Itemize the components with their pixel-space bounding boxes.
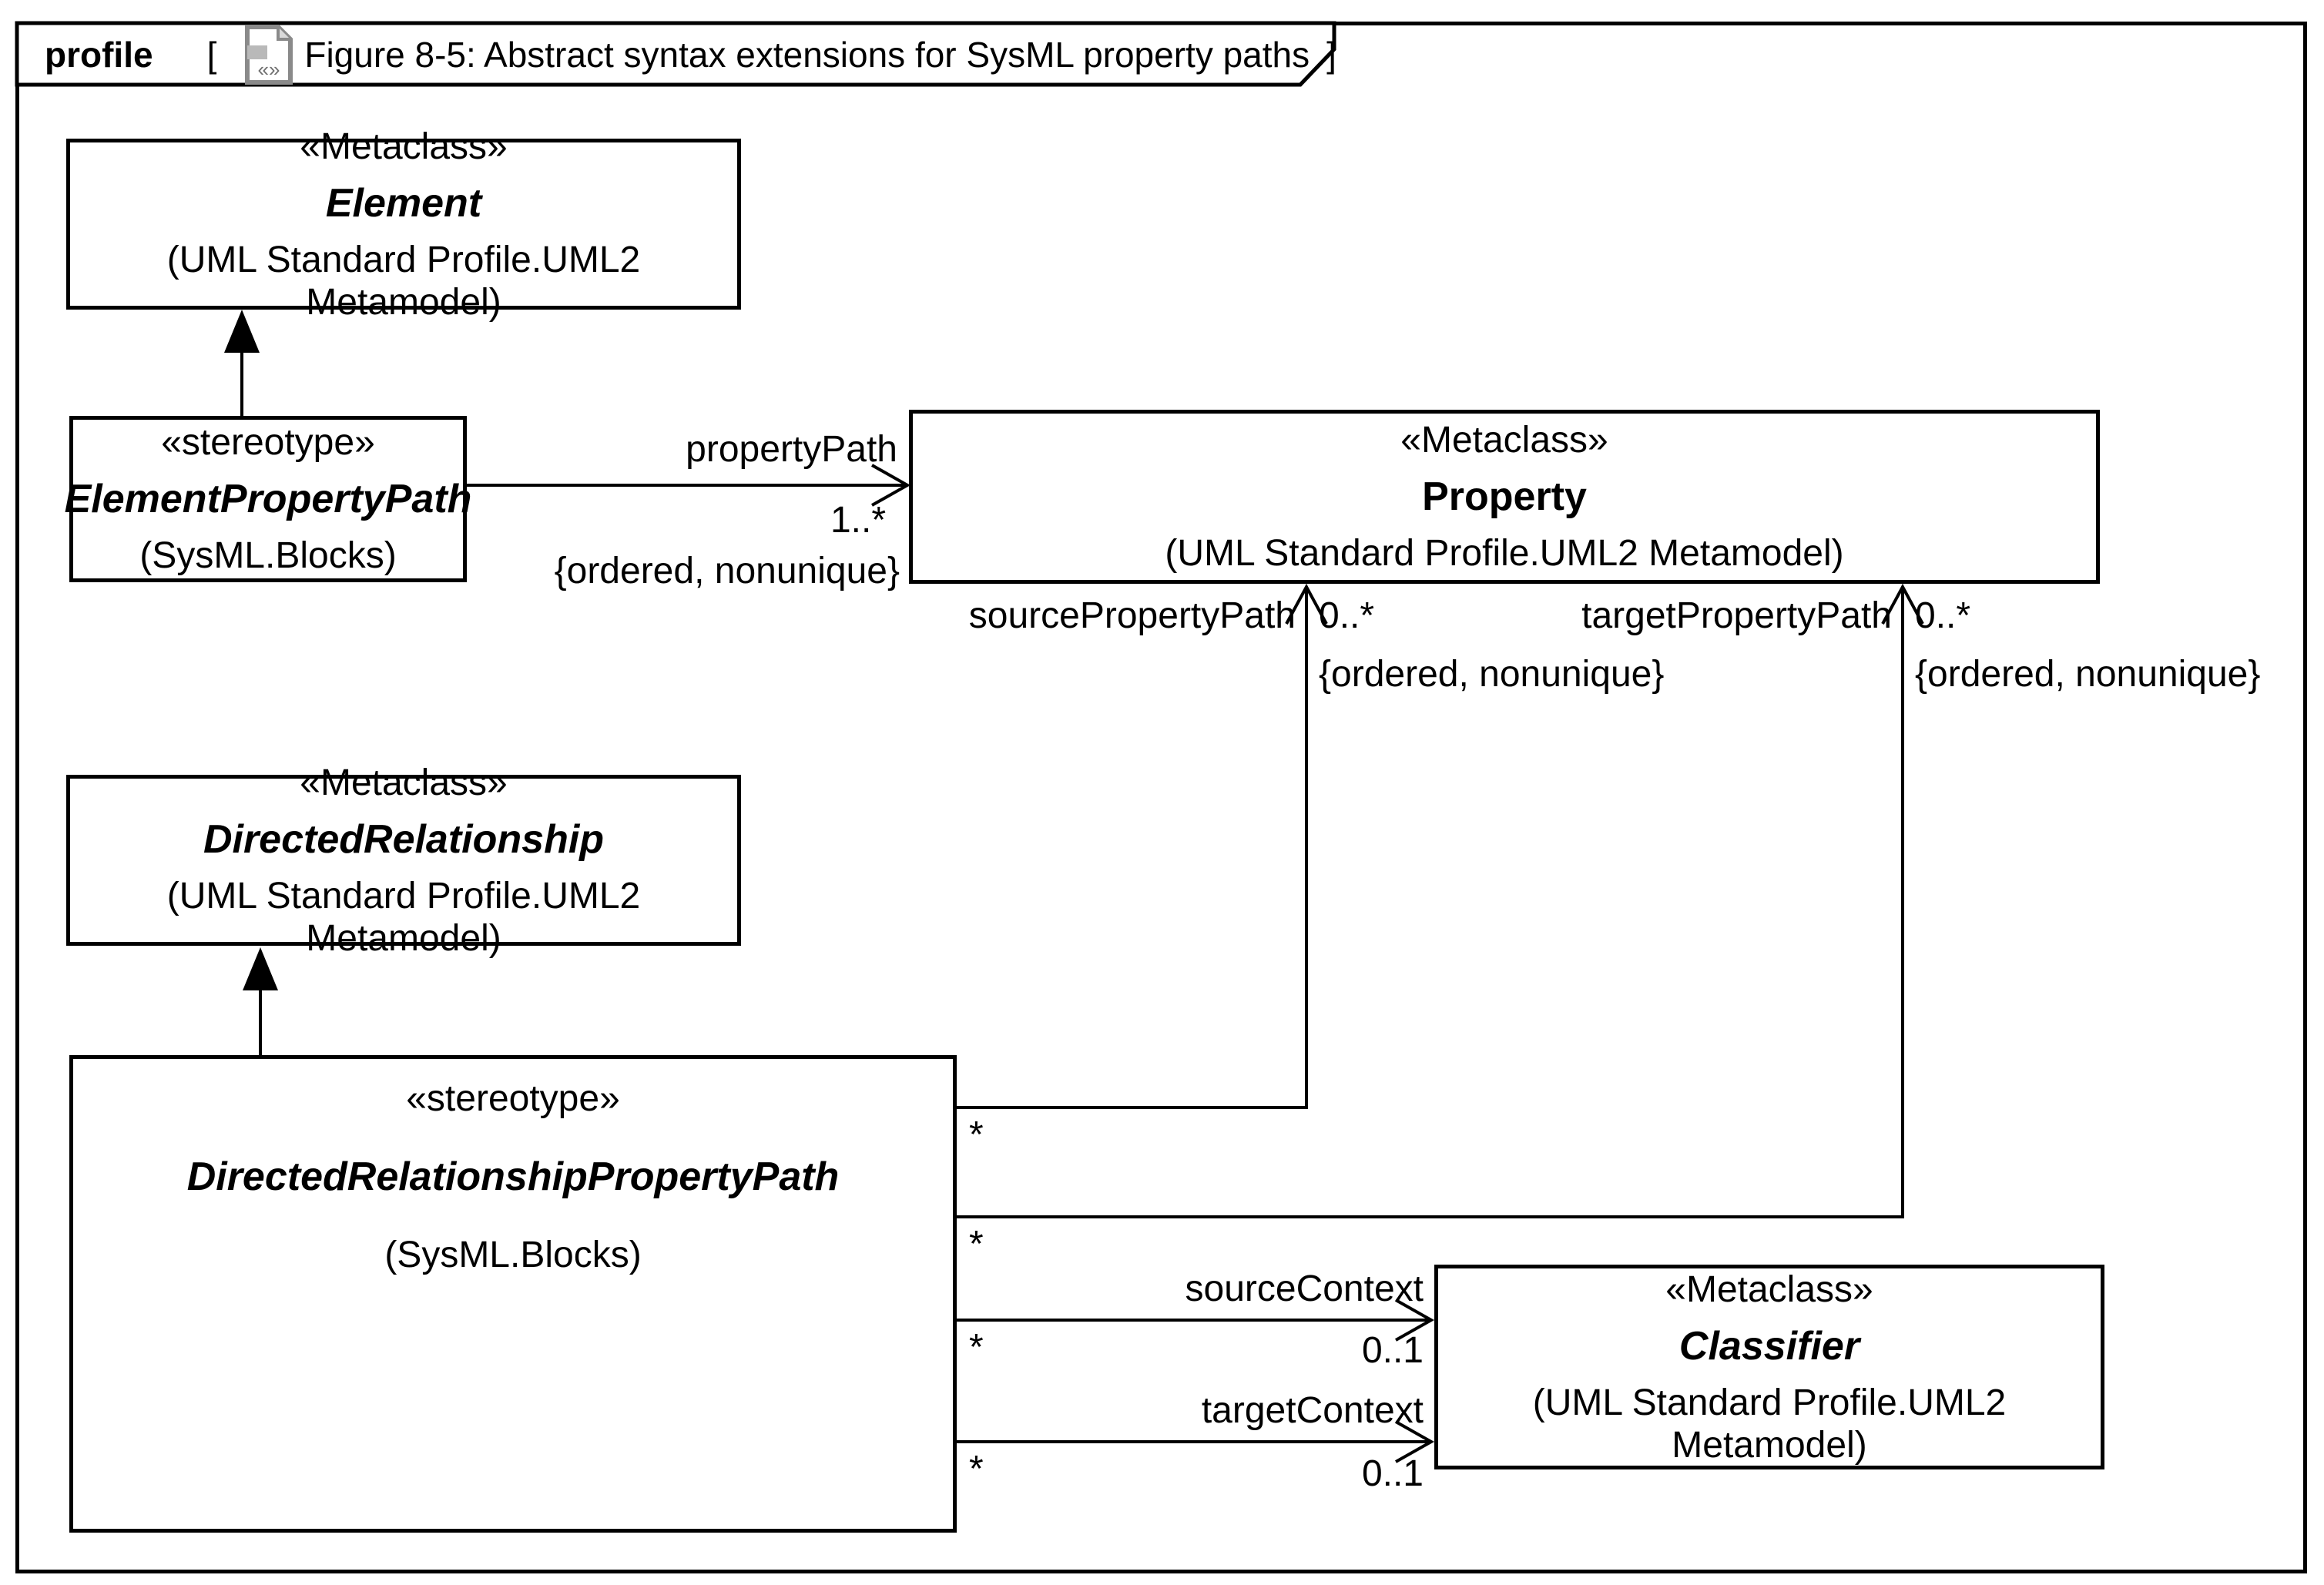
targetcontext-arrowhead [1395, 1420, 1435, 1463]
targetpropertypath-role-label: targetPropertyPath [1581, 595, 1892, 636]
frame-tab-content: profile [ «» Figure 8-5: Abstract syntax… [45, 25, 1353, 85]
property-name: Property [1422, 474, 1587, 519]
propertypath-multiplicity: 1..* [830, 500, 886, 541]
element-stereotype: «Metaclass» [300, 126, 508, 167]
targetpropertypath-multiplicity: 0..* [1915, 595, 1971, 636]
sourcepropertypath-arrowhead [1285, 583, 1328, 625]
frame-name-tab [15, 21, 1336, 87]
sourcecontext-multiplicity: 0..1 [1361, 1330, 1424, 1371]
node-property: «Metaclass» Property (UML Standard Profi… [909, 410, 2100, 584]
classifier-stereotype: «Metaclass» [1665, 1268, 1873, 1310]
dr-package: (UML Standard Profile.UML2 Metamodel) [166, 875, 641, 959]
icon-guillemet-glyph: «» [258, 58, 280, 81]
targetcontext-source-multiplicity: * [969, 1449, 984, 1489]
sourcepropertypath-multiplicity: 0..* [1319, 595, 1375, 636]
dr-name: DirectedRelationship [203, 816, 605, 862]
frame-close-bracket: ] [1326, 35, 1336, 75]
frame-kind-label: profile [45, 35, 153, 75]
drpp-name: DirectedRelationshipPropertyPath [186, 1154, 840, 1199]
propertypath-arrowhead [871, 464, 911, 507]
sourcepropertypath-source-multiplicity: * [969, 1114, 984, 1155]
classifier-package: (UML Standard Profile.UML2 Metamodel) [1532, 1382, 2007, 1466]
targetpropertypath-association-line [957, 588, 1904, 1218]
epp-stereotype: «stereotype» [161, 422, 375, 463]
frame-open-bracket: [ [206, 35, 217, 75]
propertypath-role-label: propertyPath [686, 429, 897, 470]
propertypath-constraint: {ordered, nonunique} [554, 551, 900, 591]
node-element: «Metaclass» Element (UML Standard Profil… [66, 126, 741, 323]
drpp-package: (SysML.Blocks) [384, 1235, 642, 1275]
generalization-drpp-dr-arrowhead [243, 947, 278, 990]
node-directed-relationship: «Metaclass» DirectedRelationship (UML St… [66, 762, 741, 959]
dr-stereotype: «Metaclass» [300, 762, 508, 803]
sourcecontext-arrowhead [1395, 1298, 1435, 1342]
targetcontext-multiplicity: 0..1 [1361, 1453, 1424, 1494]
sourcepropertypath-association-line [957, 588, 1308, 1109]
node-classifier: «Metaclass» Classifier (UML Standard Pro… [1434, 1265, 2104, 1469]
frame-diagram-title: Figure 8-5: Abstract syntax extensions f… [304, 35, 1310, 75]
element-package: (UML Standard Profile.UML2 Metamodel) [166, 239, 641, 323]
property-stereotype: «Metaclass» [1400, 420, 1608, 461]
epp-name: ElementPropertyPath [64, 477, 472, 521]
diagram-file-icon: «» [244, 24, 293, 85]
targetcontext-role-label: targetContext [1201, 1390, 1424, 1431]
drpp-stereotype: «stereotype» [406, 1078, 620, 1119]
targetpropertypath-constraint: {ordered, nonunique} [1915, 654, 2261, 695]
node-element-property-path: «stereotype» ElementPropertyPath (SysML.… [65, 416, 471, 582]
sourcepropertypath-constraint: {ordered, nonunique} [1319, 654, 1665, 695]
generalization-epp-element-arrowhead [224, 310, 260, 353]
node-directed-relationship-property-path: «stereotype» DirectedRelationshipPropert… [69, 1055, 957, 1533]
sourcecontext-source-multiplicity: * [969, 1327, 984, 1368]
property-package: (UML Standard Profile.UML2 Metamodel) [1165, 533, 1844, 574]
epp-package: (SysML.Blocks) [139, 535, 397, 576]
classifier-name: Classifier [1678, 1323, 1860, 1369]
targetpropertypath-arrowhead [1881, 583, 1924, 625]
element-name: Element [325, 180, 482, 226]
sourcecontext-role-label: sourceContext [1185, 1268, 1424, 1309]
targetpropertypath-source-multiplicity: * [969, 1224, 984, 1265]
sourcepropertypath-role-label: sourcePropertyPath [968, 595, 1296, 636]
